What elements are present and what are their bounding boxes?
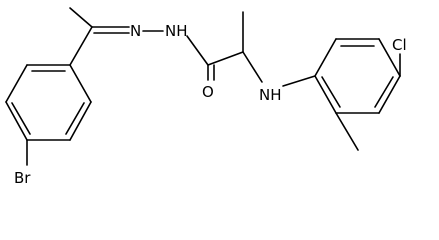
hydrazide-nh-label: NH [165,22,188,40]
oxygen-atom-label: O [202,83,214,101]
bromophenyl-ring [5,64,92,141]
hydrazone-nitrogen-label: N [130,22,141,40]
bond [314,38,337,77]
bond-carbonyl-alpha [207,51,244,66]
bond [314,75,337,114]
bromine-atom-label: Br [14,169,31,185]
chemical-structure-diagram: Br N NH O NH Cl [5,7,407,185]
bond [69,101,92,141]
double-bond-inner [374,76,394,108]
bond-amine-aryl [282,75,316,87]
double-bond-inner [11,102,31,135]
bond [378,38,401,77]
bond [5,101,28,141]
bond [69,64,92,103]
bond [5,64,28,103]
chloromethylphenyl-ring [314,38,401,114]
bond-ring-imine-carbon [69,26,93,66]
amine-nh-label: NH [259,86,282,104]
bond-ring-methyl [335,112,359,151]
double-bond-inner [321,76,341,108]
double-bond-inner [65,102,85,135]
chlorine-atom-label: Cl [392,36,407,54]
bond-alpha-amine [242,51,263,83]
bond-methyl-imine-carbon [69,7,93,28]
bond-nh-carbonyl [186,35,209,66]
bond [378,75,401,114]
